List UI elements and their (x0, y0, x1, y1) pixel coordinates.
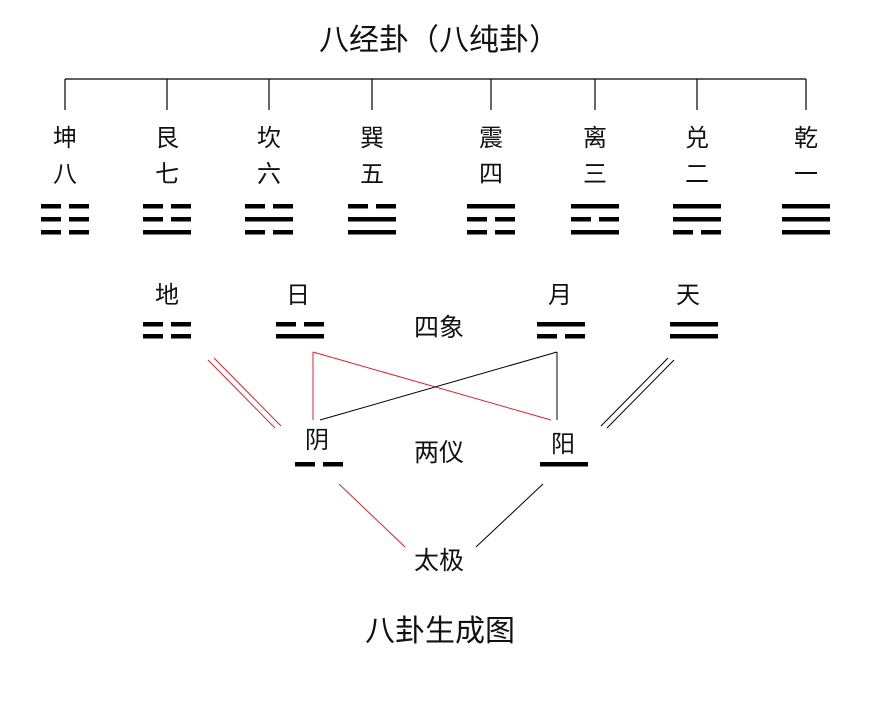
yang-symbol-yang (540, 462, 588, 467)
four-image-2-line-0-yin-right (565, 334, 585, 339)
trigram-number-kan: 六 (257, 160, 281, 188)
four-image-2-line-1-yang (537, 322, 585, 327)
four-image-3-line-0-yang (670, 334, 718, 339)
trigram-5-line-0-yang (571, 230, 619, 235)
trigram-name-li: 离 (583, 124, 607, 152)
trigram-3-line-1-yang (348, 217, 396, 222)
trigram-4-line-1-yin-right (495, 217, 515, 222)
trigram-1-line-2-yin-right (171, 204, 191, 209)
trigram-2-line-2-yin-left (245, 204, 265, 209)
trigram-6-line-0-yin-left (673, 230, 693, 235)
yin-symbol-yin-right (323, 462, 343, 467)
link-yin-di-a (207, 359, 276, 429)
trigram-5-line-2-yang (571, 204, 619, 209)
trigram-number-xun: 五 (360, 160, 384, 188)
yin-name: 阴 (305, 426, 329, 454)
taiji-label: 太极 (413, 546, 465, 575)
trigram-0-line-2-yin-left (41, 204, 61, 209)
trigram-name-xun: 巽 (360, 124, 384, 152)
trigram-2-line-0-yin-left (245, 230, 265, 235)
link-yin-di-b (213, 357, 282, 427)
four-image-0-line-0-yin-left (143, 334, 163, 339)
trigram-number-qian: 一 (794, 160, 818, 188)
trigram-4-line-0-yin-right (495, 230, 515, 235)
four-image-name-tian: 天 (676, 281, 700, 309)
trigram-2-line-0-yin-right (273, 230, 293, 235)
trigram-number-dui: 二 (685, 160, 709, 188)
trigram-6-line-1-yang (673, 217, 721, 222)
four-image-name-ri: 日 (286, 281, 310, 309)
trigram-5-line-1-yin-left (571, 217, 591, 222)
trigram-0-line-0-yin-right (69, 230, 89, 235)
trigram-number-gen: 七 (155, 160, 179, 188)
four-image-name-yue: 月 (548, 281, 572, 309)
trigram-1-line-2-yin-left (143, 204, 163, 209)
four-images-label: 四象 (413, 313, 465, 342)
link-yin-taiji (338, 483, 406, 548)
trigram-number-kun: 八 (53, 160, 77, 188)
trigram-3-line-2-yin-left (348, 204, 368, 209)
trigram-name-kan: 坎 (257, 124, 281, 152)
two-modes-label: 两仪 (413, 438, 465, 467)
yin-symbol-yin-left (295, 462, 315, 467)
link-yang-tian-b (606, 359, 675, 429)
trigram-2-line-2-yin-right (273, 204, 293, 209)
trigram-0-line-0-yin-left (41, 230, 61, 235)
trigram-7-line-0-yang (782, 230, 830, 235)
link-ri-yang (312, 351, 552, 421)
four-image-0-line-1-yin-right (171, 322, 191, 327)
link-yang-tian-a (600, 357, 669, 427)
trigram-6-line-0-yin-right (701, 230, 721, 235)
diagram-title: 八经卦（八纯卦） (319, 23, 559, 58)
four-image-1-line-1-yin-left (276, 322, 296, 327)
trigram-0-line-1-yin-right (69, 217, 89, 222)
trigram-4-line-1-yin-left (467, 217, 487, 222)
four-image-2-line-0-yin-left (537, 334, 557, 339)
trigram-3-line-0-yang (348, 230, 396, 235)
trigram-6-line-2-yang (673, 204, 721, 209)
trigram-name-gen: 艮 (155, 124, 179, 152)
four-image-3-line-1-yang (670, 322, 718, 327)
trigram-number-li: 三 (583, 160, 607, 188)
trigram-0-line-1-yin-left (41, 217, 61, 222)
trigram-1-line-1-yin-right (171, 217, 191, 222)
link-yue-yin (319, 351, 558, 421)
trigram-4-line-2-yang (467, 204, 515, 209)
four-image-1-line-1-yin-right (304, 322, 324, 327)
trigram-number-zhen: 四 (479, 160, 503, 188)
trigram-1-line-1-yin-left (143, 217, 163, 222)
diagram-caption: 八卦生成图 (365, 614, 515, 649)
four-image-0-line-1-yin-left (143, 322, 163, 327)
trigram-7-line-1-yang (782, 217, 830, 222)
four-image-0-line-0-yin-right (171, 334, 191, 339)
trigram-name-dui: 兑 (685, 124, 709, 152)
four-image-1-line-0-yang (276, 334, 324, 339)
trigram-5-line-1-yin-right (599, 217, 619, 222)
four-image-name-di: 地 (155, 281, 179, 309)
trigram-1-line-0-yang (143, 230, 191, 235)
trigram-name-kun: 坤 (53, 124, 77, 152)
trigram-7-line-2-yang (782, 204, 830, 209)
trigram-0-line-2-yin-right (69, 204, 89, 209)
link-yang-taiji (475, 483, 544, 548)
trigram-3-line-2-yin-right (376, 204, 396, 209)
trigram-4-line-0-yin-left (467, 230, 487, 235)
yang-name: 阳 (551, 430, 575, 458)
trigram-2-line-1-yang (245, 217, 293, 222)
trigram-name-qian: 乾 (794, 124, 818, 152)
trigram-name-zhen: 震 (479, 124, 503, 152)
